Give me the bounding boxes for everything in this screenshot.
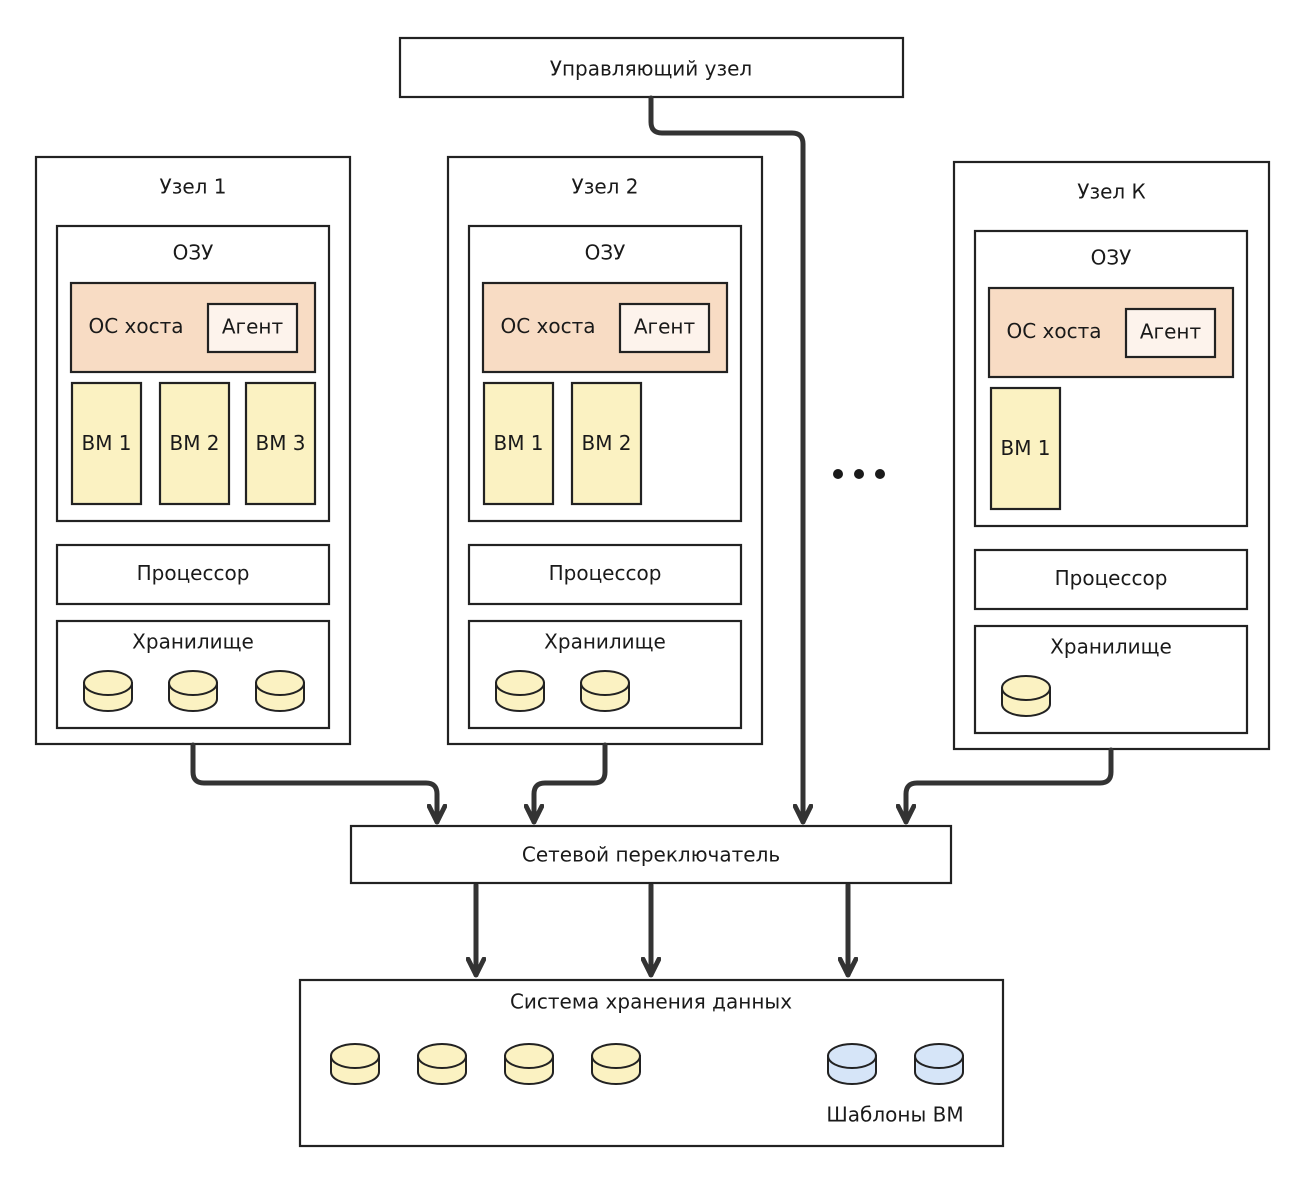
- agent-box: [1124, 307, 1217, 359]
- vm-label: ВМ 1: [81, 431, 131, 455]
- host-os-label: ОС хоста: [500, 314, 595, 338]
- network-switch: Сетевой переключатель: [349, 824, 953, 885]
- ram-label: ОЗУ: [1091, 246, 1132, 270]
- cpu-box: [55, 543, 331, 606]
- edge-node-1-to-switch: [190, 742, 437, 825]
- vm-label: ВМ 2: [169, 431, 219, 455]
- connections-layer: [190, 95, 1114, 978]
- vm-label: ВМ 1: [1000, 436, 1050, 460]
- disk-icon: [255, 670, 305, 712]
- cpu-label: Процессор: [1055, 566, 1168, 590]
- disk-icon: [580, 670, 630, 712]
- agent-box: [618, 302, 711, 354]
- network-switch-label: Сетевой переключатель: [522, 843, 780, 867]
- vm-box: [244, 381, 317, 506]
- disk-icon: [168, 670, 218, 712]
- edge-control-node-to-switch: [648, 95, 803, 825]
- control-node: Управляющий узел: [398, 36, 905, 99]
- edge-node-2-to-switch: [534, 742, 608, 825]
- host-os-label: ОС хоста: [88, 314, 183, 338]
- vm-label: ВМ 3: [255, 431, 305, 455]
- cpu-box: [467, 543, 743, 606]
- vm-templates-label: Шаблоны ВМ: [826, 1103, 963, 1127]
- disk-icon: [83, 670, 133, 712]
- control-node-label: Управляющий узел: [550, 57, 752, 81]
- storage-system-label: Система хранения данных: [510, 990, 792, 1014]
- node-k: Узел К ОЗУ ОС хоста Агент ВМ 1 ПроцессорХрани…: [952, 160, 1271, 751]
- cpu-label: Процессор: [137, 561, 250, 585]
- more-nodes-ellipsis: [833, 469, 885, 479]
- node-storage-label: Хранилище: [132, 630, 254, 654]
- disk-icon: [1001, 675, 1051, 717]
- node-title: Узел 2: [572, 175, 639, 199]
- disk-icon: [417, 1043, 467, 1085]
- storage-system: Система хранения данных Шаблоны ВМ: [298, 978, 1005, 1148]
- template-disk-icon: [827, 1043, 877, 1085]
- ram-label: ОЗУ: [585, 241, 626, 265]
- nodes-layer: Узел 1 ОЗУ ОС хоста Агент ВМ 1 ВМ 2 ВМ 3 Процес…: [34, 155, 1271, 751]
- node-2: Узел 2 ОЗУ ОС хоста Агент ВМ 1 ВМ 2 ПроцессорХ…: [446, 155, 764, 746]
- node-storage-label: Хранилище: [1050, 635, 1172, 659]
- vm-box: [158, 381, 231, 506]
- node-1: Узел 1 ОЗУ ОС хоста Агент ВМ 1 ВМ 2 ВМ 3 Процес…: [34, 155, 352, 746]
- agent-box: [206, 302, 299, 354]
- storage-disks: [330, 1043, 964, 1085]
- node-title: Узел К: [1077, 180, 1145, 204]
- vm-box: [989, 386, 1062, 511]
- vm-box: [482, 381, 555, 506]
- disk-icon: [504, 1043, 554, 1085]
- cpu-label: Процессор: [549, 561, 662, 585]
- vm-box: [570, 381, 643, 506]
- ram-label: ОЗУ: [173, 241, 214, 265]
- disk-icon: [591, 1043, 641, 1085]
- cpu-box: [973, 548, 1249, 611]
- vm-label: ВМ 2: [581, 431, 631, 455]
- agent-label: Агент: [222, 315, 284, 339]
- edge-node-k-to-switch: [906, 747, 1114, 825]
- node-storage-label: Хранилище: [544, 630, 666, 654]
- agent-label: Агент: [634, 315, 696, 339]
- disk-icon: [330, 1043, 380, 1085]
- node-title: Узел 1: [160, 175, 227, 199]
- template-disk-icon: [914, 1043, 964, 1085]
- agent-label: Агент: [1140, 320, 1202, 344]
- vm-box: [70, 381, 143, 506]
- disk-icon: [495, 670, 545, 712]
- host-os-label: ОС хоста: [1006, 319, 1101, 343]
- vm-label: ВМ 1: [493, 431, 543, 455]
